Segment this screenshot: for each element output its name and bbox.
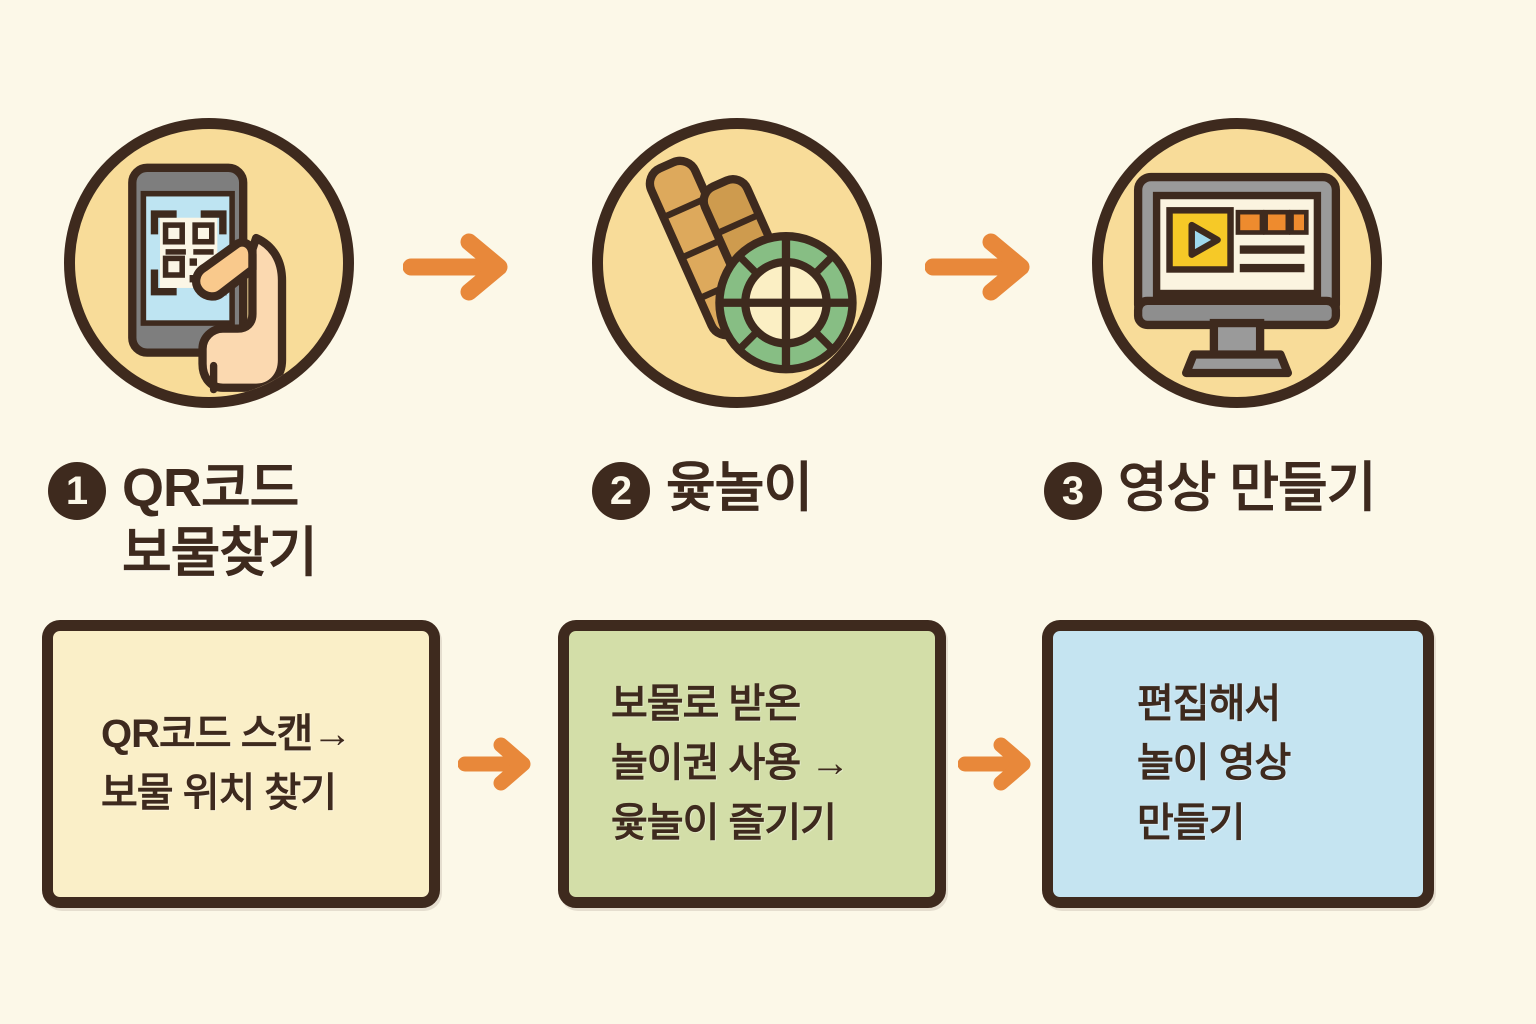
step-1-number-badge: 1 [48, 462, 106, 520]
step-2-detail-card: 보물로 받온 놀이권 사용 → 윷놀이 즐기기 [558, 620, 946, 908]
step-2-title: 윷놀이 [666, 458, 813, 518]
yut-sticks-board-icon [645, 156, 857, 374]
step-2-heading: 2 윷놀이 [592, 456, 813, 521]
step-1-title: QR코드 보물찾기 [122, 458, 318, 583]
step-3-heading: 3 영상 만들기 [1044, 456, 1376, 521]
arrow-card1-to-card2 [457, 735, 534, 793]
right-arrow-icon [402, 233, 508, 301]
step-1-detail-card: QR코드 스캔→ 보물 위치 찾기 [42, 620, 440, 908]
step-2-icon-circle [592, 118, 882, 408]
step-3-number-badge: 3 [1044, 462, 1102, 520]
step-3-title: 영상 만들기 [1118, 458, 1376, 518]
right-arrow-icon [924, 233, 1030, 301]
step-1-icon-circle [64, 118, 354, 408]
step-2-card-text: 보물로 받온 놀이권 사용 → 윷놀이 즐기기 [611, 682, 850, 845]
video-editing-monitor-icon [1133, 172, 1341, 378]
step-1-heading: 1 QR코드 보물찾기 [48, 456, 318, 586]
step-2-number-badge: 2 [592, 462, 650, 520]
right-arrow-icon [457, 737, 531, 791]
arrow-step2-to-step3 [924, 228, 1037, 306]
arrow-card2-to-card3 [957, 735, 1034, 793]
step-3-icon-circle [1092, 118, 1382, 408]
step-1-card-text: QR코드 스캔→ 보물 위치 찾기 [101, 711, 352, 815]
right-arrow-icon [957, 737, 1031, 791]
step-3-card-text: 편집해서 놀이 영상 만들기 [1137, 682, 1291, 845]
qr-phone-scan-icon [128, 163, 287, 394]
arrow-step1-to-step2 [402, 228, 515, 306]
step-3-detail-card: 편집해서 놀이 영상 만들기 [1042, 620, 1434, 908]
